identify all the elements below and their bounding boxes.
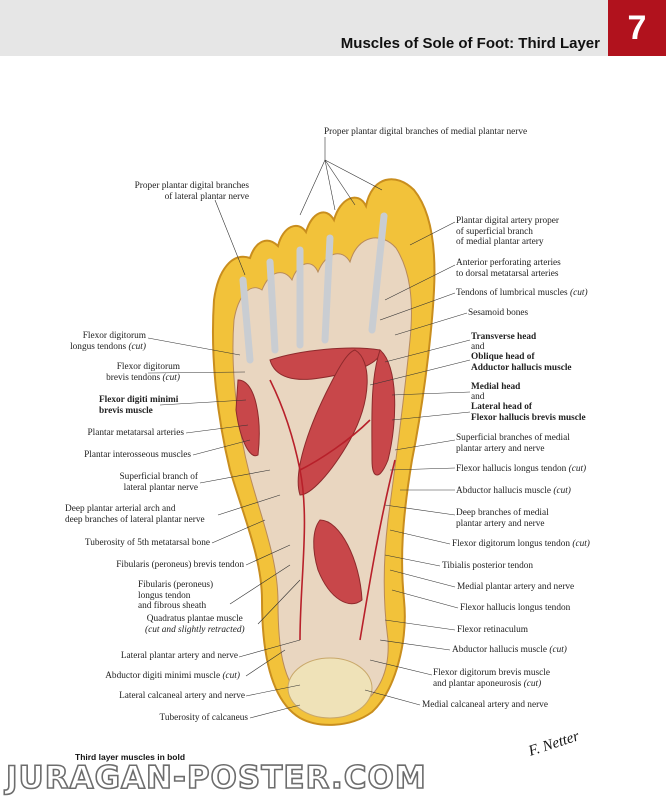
- label-tuberosity-calcaneus: Tuberosity of calcaneus: [159, 713, 248, 723]
- label-transverse-head: Transverse head: [471, 332, 537, 342]
- label-sesamoid-bones: Sesamoid bones: [468, 308, 529, 318]
- label-proper-plantar-medial: Proper plantar digital branches of media…: [324, 127, 528, 137]
- label-fhl-tendon: Flexor hallucis longus tendon: [460, 603, 571, 613]
- plate-number: 7: [608, 0, 666, 56]
- label-tuberosity-5th-metatarsal: Tuberosity of 5th metatarsal bone: [84, 538, 210, 548]
- label-fhl-tendon-cut: Flexor hallucis longus tendon (cut): [456, 464, 587, 474]
- label-quadratus-plantae: Quadratus plantae muscle(cut and slightl…: [145, 614, 245, 635]
- label-plantar-interosseous: Plantar interosseous muscles: [84, 450, 191, 460]
- label-lateral-plantar-artery: Lateral plantar artery and nerve: [120, 651, 238, 661]
- page-title: Muscles of Sole of Foot: Third Layer: [340, 35, 600, 52]
- leader-lines: [147, 137, 471, 719]
- footnote-third-layer: Third layer muscles in bold: [75, 752, 186, 762]
- label-abductor-hallucis-cut-2: Abductor hallucis muscle (cut): [452, 645, 567, 655]
- header-band: [0, 0, 608, 56]
- label-flexor-retinaculum: Flexor retinaculum: [457, 625, 528, 635]
- watermark-text: JURAGAN-POSTER.COM: [5, 759, 427, 797]
- label-and-1: and: [471, 342, 485, 352]
- label-plantar-metatarsal-arteries: Plantar metatarsal arteries: [87, 428, 184, 438]
- heel-pad: [287, 657, 373, 719]
- label-tendons-lumbrical: Tendons of lumbrical muscles (cut): [456, 288, 588, 298]
- arteries: [269, 379, 396, 641]
- label-medial-head: Medial head: [471, 382, 521, 392]
- label-and-2: and: [471, 392, 485, 402]
- label-fdl-tendon-cut: Flexor digitorum longus tendon (cut): [452, 539, 590, 549]
- muscles: [235, 347, 396, 605]
- label-abductor-digiti-minimi: Abductor digiti minimi muscle (cut): [105, 671, 240, 681]
- toe-tendons: [239, 212, 388, 364]
- label-abductor-hallucis-cut-1: Abductor hallucis muscle (cut): [456, 486, 571, 496]
- label-medial-calcaneal: Medial calcaneal artery and nerve: [422, 700, 548, 710]
- label-lateral-calcaneal: Lateral calcaneal artery and nerve: [119, 691, 245, 701]
- label-tibialis-posterior: Tibialis posterior tendon: [442, 561, 534, 571]
- label-medial-plantar-artery: Medial plantar artery and nerve: [457, 582, 575, 592]
- label-fibularis-brevis: Fibularis (peroneus) brevis tendon: [116, 560, 244, 570]
